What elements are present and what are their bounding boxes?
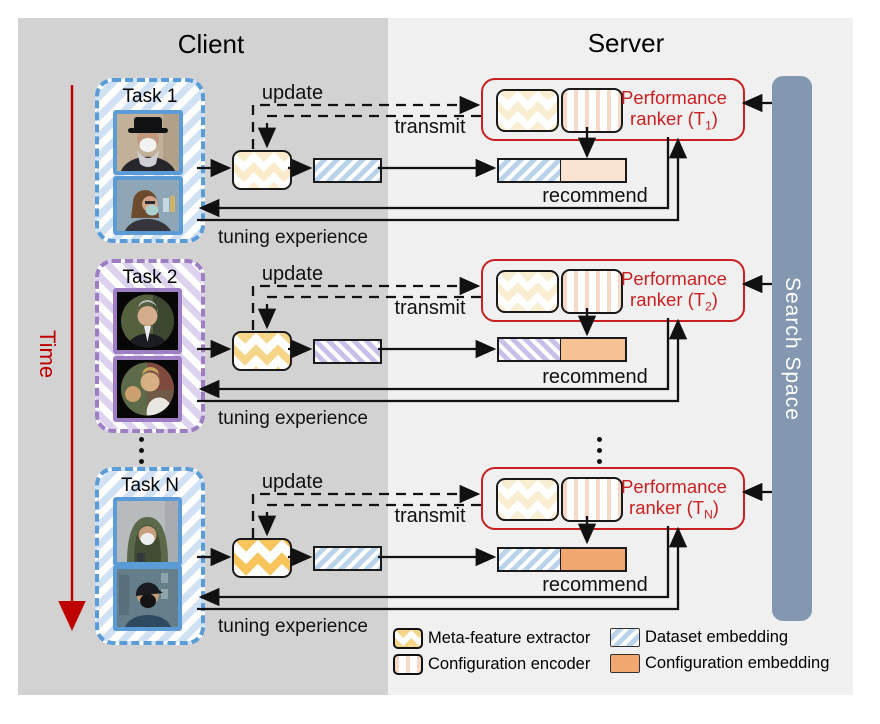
search-space-label: Search Space	[781, 276, 804, 421]
ranker-meta-feature-extractor	[496, 89, 559, 132]
ranker-title-n: Performance ranker (TN)	[621, 476, 727, 522]
dataset-embedding-half	[499, 339, 561, 360]
client-ellipsis-icon	[139, 437, 144, 464]
legend-item-config-embedding: Configuration embedding	[610, 654, 829, 673]
performance-ranker-box-n: Performance ranker (TN)	[481, 467, 745, 530]
ranker-title-2: Performance ranker (T2)	[621, 268, 727, 314]
recommend-label-row1: recommend	[542, 185, 648, 207]
task-1-photo-woman-mask	[113, 176, 183, 235]
legend-item-meta-feature: Meta-feature extractor	[393, 628, 590, 649]
ranker-meta-feature-extractor	[496, 270, 559, 313]
recommend-label-row2: recommend	[542, 366, 648, 388]
dataset-embedding-row1	[313, 158, 382, 183]
transmit-label-row1: transmit	[394, 116, 466, 138]
dataset-embedding-row2	[313, 339, 382, 364]
person-portrait-icon	[117, 180, 179, 231]
configuration-embedding-half	[561, 549, 625, 570]
person-portrait-icon	[117, 501, 178, 562]
meta-feature-extractor-row2	[232, 331, 292, 371]
task-2-label: Task 2	[122, 267, 178, 288]
combined-embedding-rown	[497, 547, 627, 572]
performance-ranker-box-1: Performance ranker (T1)	[481, 78, 745, 141]
dataset-embedding-half	[499, 549, 561, 570]
transmit-label-row2: transmit	[394, 297, 466, 319]
recommend-label-rown: recommend	[542, 574, 648, 596]
tuning-experience-label-rown: tuning experience	[218, 616, 368, 637]
dataset-embedding-half	[499, 160, 561, 181]
dataset-embedding-swatch-icon	[610, 628, 640, 647]
update-label-row1: update	[261, 82, 324, 104]
search-space-bar: Search Space	[772, 76, 812, 621]
tuning-experience-label-row1: tuning experience	[218, 227, 368, 248]
configuration-embedding-half	[561, 160, 625, 181]
client-title: Client	[177, 29, 245, 59]
ranker-configuration-encoder	[561, 477, 623, 522]
combined-embedding-row1	[497, 158, 627, 183]
task-1-photo-man-hat-mask	[113, 110, 183, 175]
person-portrait-icon	[117, 292, 178, 350]
legend-item-config-encoder: Configuration encoder	[393, 654, 590, 675]
ranker-configuration-encoder	[561, 269, 623, 314]
server-ellipsis-icon	[597, 437, 602, 464]
meta-feature-extractor-rown	[232, 538, 292, 578]
person-portrait-icon	[117, 114, 179, 171]
performance-ranker-box-2: Performance ranker (T2)	[481, 259, 745, 322]
person-portrait-icon	[117, 360, 178, 418]
task-2-photo-elderly-man	[113, 288, 182, 354]
configuration-embedding-swatch-icon	[610, 654, 640, 673]
meta-feature-extractor-row1	[232, 150, 292, 190]
person-portrait-icon	[117, 569, 178, 627]
tuning-experience-label-row2: tuning experience	[218, 408, 368, 429]
update-label-rown: update	[261, 471, 324, 493]
transmit-label-rown: transmit	[394, 505, 466, 527]
update-label-row2: update	[261, 263, 324, 285]
task-2-photo-hug	[113, 356, 182, 422]
ranker-title-1: Performance ranker (T1)	[621, 87, 727, 133]
task-n-photo-cap-mask	[113, 565, 182, 631]
combined-embedding-row2	[497, 337, 627, 362]
configuration-embedding-half	[561, 339, 625, 360]
time-axis-label: Time	[35, 330, 60, 379]
configuration-encoder-swatch-icon	[393, 654, 423, 675]
legend-item-dataset-embedding: Dataset embedding	[610, 628, 788, 647]
ranker-meta-feature-extractor	[496, 478, 559, 521]
task-n-label: Task N	[120, 475, 180, 496]
server-title: Server	[587, 28, 665, 58]
dataset-embedding-rown	[313, 546, 382, 571]
meta-feature-swatch-icon	[393, 628, 423, 649]
task-n-photo-hooded-person	[113, 497, 182, 566]
ranker-configuration-encoder	[561, 88, 623, 133]
task-1-label: Task 1	[122, 86, 178, 107]
